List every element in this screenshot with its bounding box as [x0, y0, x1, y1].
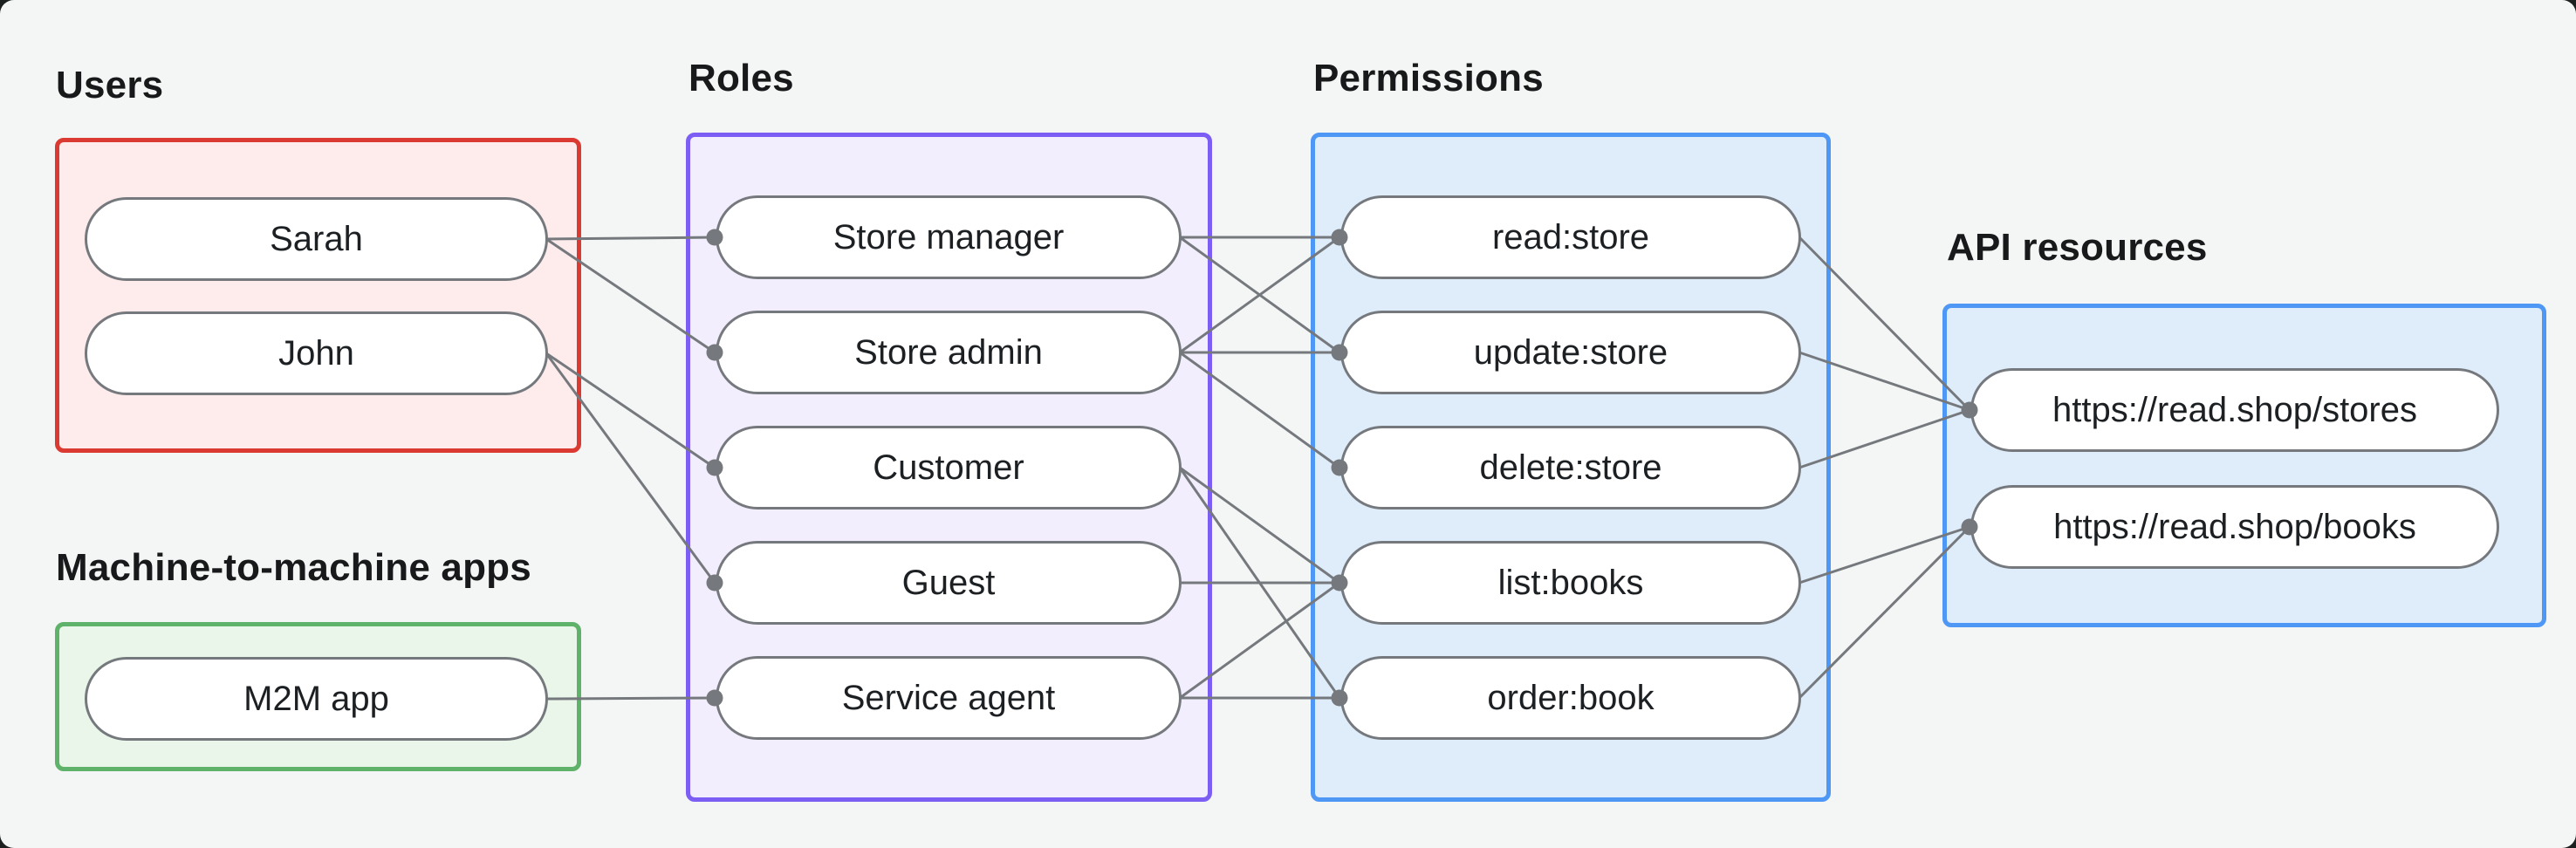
users-group-box: [55, 138, 581, 453]
node-m2m-app: M2M app: [85, 657, 548, 741]
node-label: order:book: [1487, 679, 1655, 717]
node-label: Guest: [901, 564, 996, 602]
api-group-box: [1942, 304, 2546, 627]
permissions-group-label: Permissions: [1313, 57, 1544, 99]
users-group-label: Users: [56, 64, 164, 106]
node-stores-api: https://read.shop/stores: [1970, 368, 2499, 452]
node-books-api: https://read.shop/books: [1970, 485, 2499, 569]
node-read-store: read:store: [1340, 195, 1801, 279]
node-label: update:store: [1473, 333, 1668, 372]
node-service-agent: Service agent: [716, 656, 1182, 740]
node-label: Customer: [873, 448, 1024, 487]
node-label: https://read.shop/stores: [2052, 391, 2417, 429]
node-label: delete:store: [1479, 448, 1662, 487]
node-store-manager: Store manager: [716, 195, 1182, 279]
node-label: M2M app: [243, 680, 389, 718]
node-sarah: Sarah: [85, 197, 548, 281]
node-order-book: order:book: [1340, 656, 1801, 740]
node-label: John: [278, 334, 354, 373]
m2m-group-label: Machine-to-machine apps: [56, 546, 531, 589]
node-customer: Customer: [716, 426, 1182, 509]
node-label: Store admin: [854, 333, 1043, 372]
api-group-label: API resources: [1947, 226, 2208, 269]
node-label: read:store: [1491, 218, 1650, 256]
node-guest: Guest: [716, 541, 1182, 625]
node-label: list:books: [1497, 564, 1644, 602]
node-label: https://read.shop/books: [2053, 508, 2416, 546]
node-john: John: [85, 311, 548, 395]
node-store-admin: Store admin: [716, 311, 1182, 394]
node-delete-store: delete:store: [1340, 426, 1801, 509]
node-label: Service agent: [841, 679, 1056, 717]
node-label: Store manager: [832, 218, 1065, 256]
roles-group-label: Roles: [689, 57, 794, 99]
node-label: Sarah: [270, 220, 363, 258]
node-update-store: update:store: [1340, 311, 1801, 394]
node-list-books: list:books: [1340, 541, 1801, 625]
